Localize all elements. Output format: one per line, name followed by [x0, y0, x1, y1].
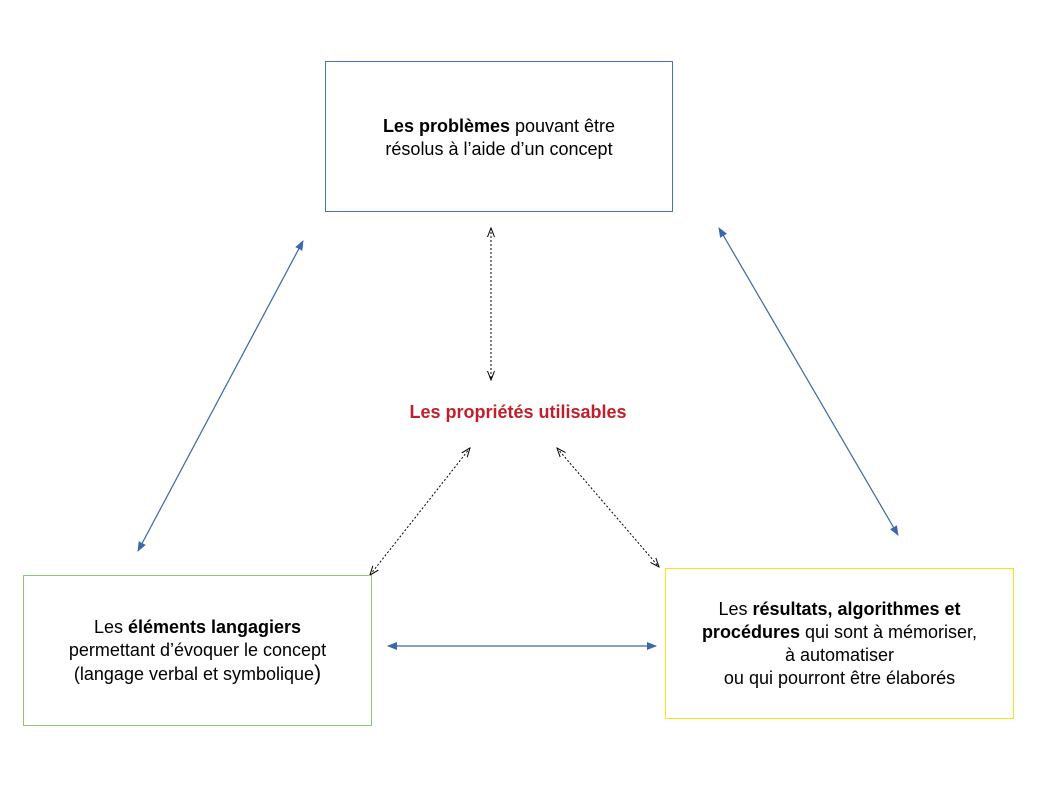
results-line2: procédures qui sont à mémoriser,	[702, 621, 977, 644]
results-bold-line2: procédures	[701, 621, 800, 642]
language-line3-paren: )	[314, 661, 322, 685]
problems-line1-rest: pouvant être	[509, 115, 616, 136]
results-line1: Les résultats, algorithmes et	[702, 598, 977, 621]
language-prefix: Les	[93, 616, 128, 637]
problems-box: Les problèmes pouvant être résolus à l’a…	[325, 61, 673, 212]
problems-line1: Les problèmes pouvant être	[383, 115, 615, 138]
arrow-top-left	[137, 240, 304, 552]
language-line1: Les éléments langagiers	[69, 616, 326, 639]
arrow-top-right	[718, 227, 899, 536]
problems-line2: résolus à l’aide d’un concept	[385, 138, 613, 159]
results-line4: ou qui pourront être élaborés	[723, 667, 956, 688]
language-line2: permettant d’évoquer le concept	[68, 639, 327, 660]
language-line3: (langage verbal et symbolique)	[69, 662, 326, 686]
problems-bold: Les problèmes	[382, 115, 510, 136]
language-line3-text: (langage verbal et symbolique	[73, 663, 315, 684]
results-prefix: Les	[718, 598, 753, 619]
results-line3: à automatiser	[784, 644, 895, 665]
dotted-arrow-right-center	[557, 448, 659, 567]
results-bold-line1: résultats, algorithmes et	[752, 598, 961, 619]
language-bold: éléments langagiers	[127, 616, 302, 637]
properties-label: Les propriétés utilisables	[409, 402, 627, 422]
results-line2-rest: qui sont à mémoriser,	[799, 621, 978, 642]
language-elements-box: Les éléments langagiers permettant d’évo…	[23, 575, 372, 726]
results-box: Les résultats, algorithmes et procédures…	[665, 568, 1014, 719]
dotted-arrow-left-center	[370, 448, 470, 575]
